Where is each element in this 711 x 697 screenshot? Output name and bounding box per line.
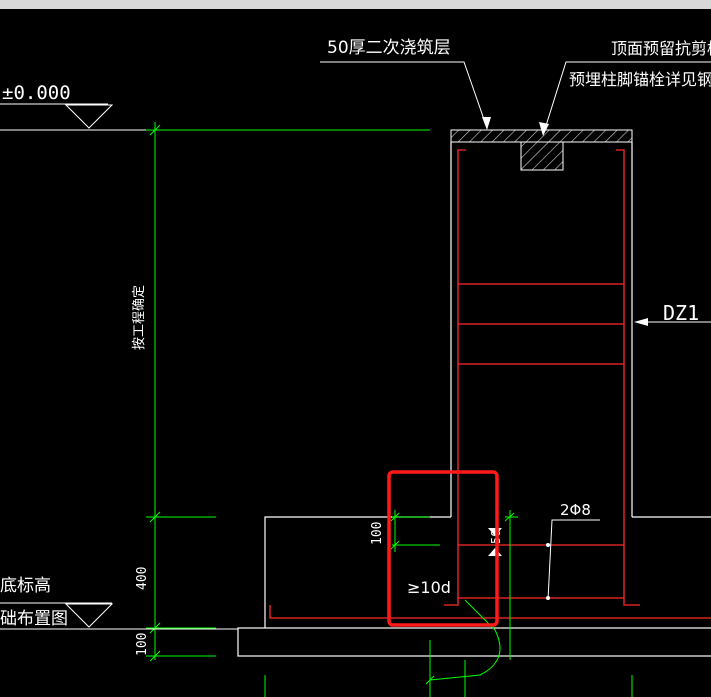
highlight-annotation-box xyxy=(387,470,499,627)
elevation-bottom-triangle xyxy=(64,603,114,628)
column-mark-callout: DZ1 xyxy=(634,301,711,326)
dim-100-upper-label: 100 xyxy=(370,522,385,545)
anchor-local-dimensions xyxy=(390,510,518,697)
bottom-elev-line2: 础布置图 xyxy=(0,609,68,629)
shear-slot-label: 顶面预留抗剪槽 xyxy=(611,39,711,58)
grout-layer xyxy=(450,129,633,171)
rebar-cage xyxy=(269,149,711,619)
bottom-elev-line1: 底标高 xyxy=(0,576,51,596)
vertical-dimension-chain xyxy=(146,122,430,662)
dim-100-lower-label: 100 xyxy=(135,633,150,656)
height-note-label: 按工程确定 xyxy=(132,285,147,350)
column-mark-label: DZ1 xyxy=(663,301,699,325)
shear-slot-callout: 顶面预留抗剪槽 预埋柱脚锚栓详见钢构图 xyxy=(539,39,711,136)
anchor-bolt-note-label: 预埋柱脚锚栓详见钢构图 xyxy=(569,70,711,89)
elevation-top-triangle xyxy=(64,104,114,129)
rebar-spec-callout: 2Φ8 xyxy=(546,501,600,601)
anchor-length-label: ≥10d xyxy=(407,578,451,597)
shear-slot xyxy=(520,141,564,171)
elevation-bottom-marker: 底标高 础布置图 xyxy=(0,576,238,630)
rebar-spec-label: 2Φ8 xyxy=(560,501,591,519)
grout-layer-label: 50厚二次浇筑层 xyxy=(327,38,451,58)
dim-400-label: 400 xyxy=(135,567,150,590)
elevation-top-marker: ±0.000 xyxy=(0,82,430,131)
elevation-top-label: ±0.000 xyxy=(2,82,71,104)
grout-callout: 50厚二次浇筑层 xyxy=(320,38,491,130)
foundation-outline xyxy=(237,142,711,657)
base-green-ticks xyxy=(264,675,633,697)
window-top-bar xyxy=(0,0,711,9)
